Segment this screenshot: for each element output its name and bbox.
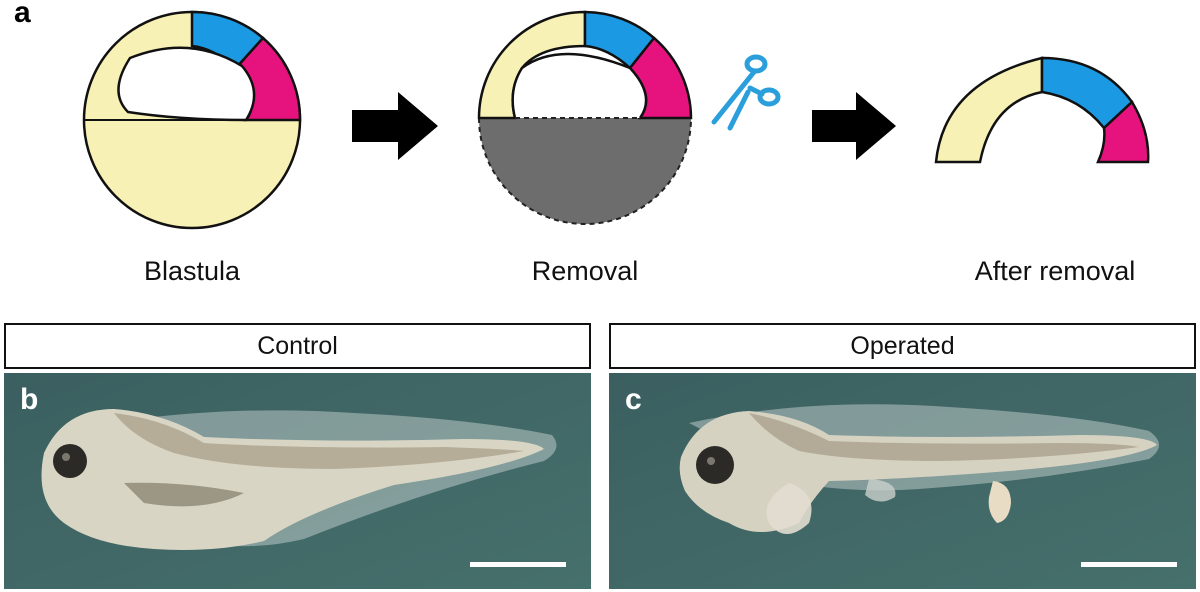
blastula-diagram [82,10,302,230]
header-control: Control [4,323,591,369]
removal-diagram [477,10,693,225]
caption-blastula: Blastula [143,256,241,286]
scissors-icon [711,54,781,131]
schematic-diagram [82,10,1150,230]
panel-letter-c: c [625,383,642,416]
after-removal-diagram [934,56,1150,164]
caption-removal: Removal [531,256,639,286]
panel-letter-b: b [20,383,39,416]
photo-operated-tadpole: c [609,373,1196,589]
header-operated: Operated [609,323,1196,369]
scale-bar [1081,562,1177,567]
scale-bar [470,562,566,567]
caption-after-removal: After removal [974,256,1136,286]
panel-letter-a: a [14,0,31,29]
arrow-right-icon [352,92,438,160]
arrow-right-icon [812,92,896,160]
photo-control-tadpole: b [4,373,591,589]
